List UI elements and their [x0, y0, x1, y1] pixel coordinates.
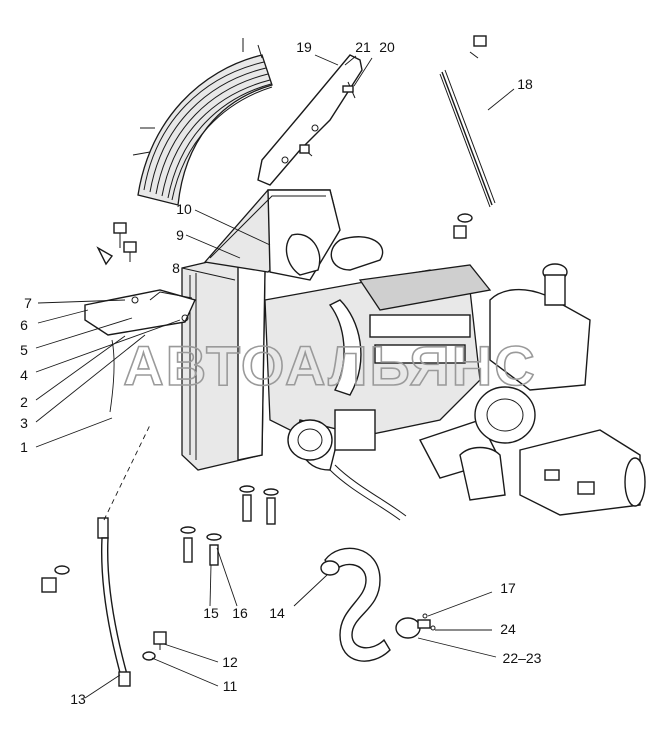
callout-label: 11	[223, 678, 238, 694]
compressor-part	[287, 409, 376, 461]
muffler-part	[474, 263, 591, 444]
tie-rod-part	[439, 35, 496, 239]
callout-label: 21	[355, 39, 371, 55]
bolt-part	[342, 81, 356, 99]
bolt-part	[180, 526, 222, 566]
hose-clamp-part	[395, 613, 436, 639]
callout-label: 22–23	[503, 650, 542, 666]
callout-labels: 1 2 3 4 5 6 7 8 9 10 11 12 13 14 15 16 1…	[20, 39, 542, 707]
callout-label: 1	[20, 439, 28, 455]
hose-part	[320, 547, 391, 662]
bolt-part	[142, 631, 167, 661]
engine-block	[264, 233, 501, 521]
callout-label: 14	[269, 605, 285, 621]
starter-part	[459, 429, 646, 516]
mounting-bracket-part	[84, 289, 196, 336]
bolt-part	[96, 222, 137, 266]
callout-label: 17	[500, 580, 516, 596]
callout-label: 12	[222, 654, 238, 670]
callout-label: 15	[203, 605, 219, 621]
callout-label: 18	[517, 76, 533, 92]
callout-label: 19	[296, 39, 312, 55]
bracket-part	[257, 54, 363, 186]
bolt-part	[299, 144, 313, 157]
callout-label: 3	[20, 415, 28, 431]
callout-label: 10	[176, 201, 192, 217]
callout-label: 16	[232, 605, 248, 621]
callout-label: 20	[379, 39, 395, 55]
callout-label: 7	[24, 295, 32, 311]
callout-label: 2	[20, 394, 28, 410]
bolt-part	[239, 485, 279, 525]
callout-label: 8	[172, 260, 180, 276]
leader-lines	[35, 54, 515, 699]
callout-label: 9	[176, 227, 184, 243]
curved-grille-part	[132, 38, 273, 206]
ground-strap-part	[41, 517, 131, 687]
watermark-text: АВТОАЛЬЯНС	[123, 334, 536, 397]
callout-label: 13	[70, 691, 86, 707]
callout-label: 6	[20, 317, 28, 333]
callout-label: 4	[20, 367, 28, 383]
callout-label: 24	[500, 621, 516, 637]
radiator-assembly	[181, 189, 341, 471]
callout-label: 5	[20, 342, 28, 358]
